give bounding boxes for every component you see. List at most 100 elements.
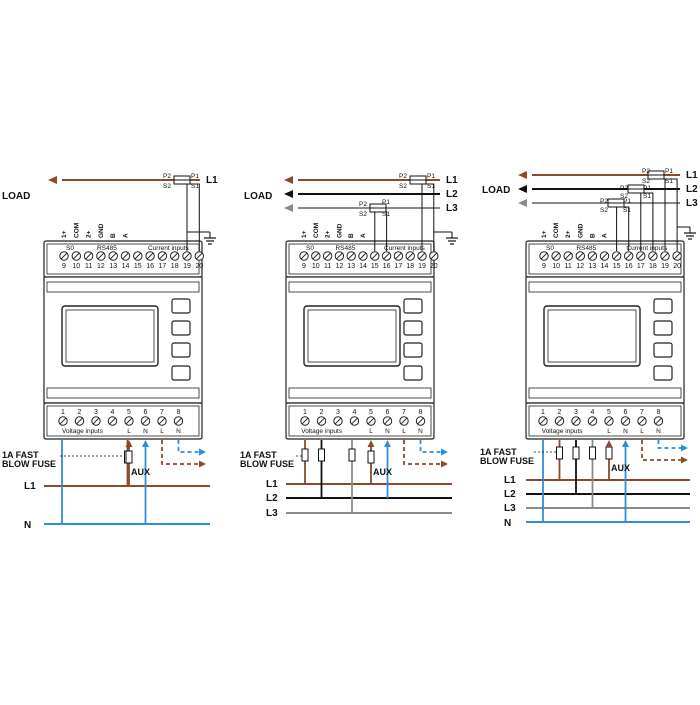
meter-2-l2-label: L2 [266, 493, 278, 504]
meter-2-button-3 [403, 342, 423, 358]
meter-2-top-terminal-number: 12 [336, 263, 344, 270]
meter-2-load-arrow-l1 [284, 176, 293, 184]
meter-3-ct-wire-s2-l3 [610, 206, 618, 251]
meter-2-vertical-label: B [348, 233, 355, 238]
meter-1-bottom-terminal-number: 6 [144, 409, 148, 416]
meter-2-top-terminal-number: 10 [312, 263, 320, 270]
meter-3-bottom-terminal-7-slot [638, 417, 646, 425]
meter-3-fuse-label-1: 1A FAST [480, 447, 517, 457]
meter-2-bottom-terminal-4-slot [351, 417, 358, 425]
meter-3-l1-label: L1 [504, 475, 516, 486]
meter-1-s0-header: S0 [66, 245, 74, 252]
meter-2-aux-n-arrow [384, 440, 391, 447]
meter-3-load-arrow-l1 [518, 171, 527, 179]
meter-1-top-terminal-3-slot [85, 252, 92, 260]
meter-3-output-7-arrow [681, 456, 688, 464]
meter-2-aux-label: AUX [373, 467, 392, 477]
meter-2-vertical-label: GND [336, 223, 343, 238]
meter-3-voltage-inputs-header: Voltage inputs [542, 428, 584, 435]
meter-3-button-4 [653, 365, 673, 381]
meter-3-top-terminal-11-slot [661, 252, 669, 260]
meter-1-aux-fuse [125, 450, 133, 464]
meter-3-s2-label-l3: S2 [600, 207, 608, 214]
meter-2-l3-label: L3 [266, 508, 278, 519]
meter-1-output-8 [177, 440, 200, 453]
meter-3-vertical-label: 1+ [541, 230, 548, 238]
meter-2-output-7-arrow [441, 460, 448, 468]
meter-1-bottom-terminal-5-slot [125, 417, 133, 425]
meter-2-bottom-terminal-6-slot [384, 417, 391, 425]
meter-3-load-arrow-l3 [518, 199, 527, 207]
meter-3-s2-label-l1: S2 [642, 178, 650, 185]
meter-2-rs485-header: RS485 [335, 245, 355, 252]
meter-1-s1-label: S1 [191, 183, 199, 190]
meter-1-top-terminal-8-slot [146, 252, 154, 260]
meter-1-bottom-terminal-3-slot [92, 417, 100, 425]
meter-2-fuse-label-2: BLOW FUSE [240, 459, 294, 469]
meter-1-top-terminal-number: 20 [195, 263, 203, 270]
meter-3-p1-label-l1: P1 [665, 168, 673, 175]
meter-3-top-terminal-number: 16 [625, 263, 633, 270]
meter-2-aux-l-arrow [367, 440, 375, 447]
meter-2-load-label: LOAD [244, 191, 272, 202]
meter-1-bottom-terminal-number: 8 [177, 409, 181, 416]
meter-2-top-terminal-number: 9 [302, 263, 306, 270]
meter-1-terminal-role: L [127, 428, 131, 435]
meter-2-l3-top-label: L3 [446, 203, 458, 214]
meter-2-terminal-role: L [402, 428, 406, 435]
meter-2-bottom-rail [288, 387, 432, 399]
meter-1-aux-n-arrow [142, 440, 149, 447]
meter-1-l1-label: L1 [24, 481, 36, 492]
meter-3-s0-header: S0 [546, 245, 554, 252]
meter-2-bottom-terminal-number: 2 [320, 409, 324, 416]
meter-2-bottom-terminal-5-slot [367, 417, 375, 425]
meter-2-top-terminal-number: 20 [430, 263, 438, 270]
meter-1-top-terminal-number: 11 [85, 263, 92, 270]
meter-1-terminal-role: N [143, 428, 148, 435]
meter-3-top-terminal-9-slot [637, 252, 644, 260]
meter-3-output-7 [641, 440, 682, 461]
meter-1-bottom-terminal-inner [46, 405, 200, 437]
meter-1-top-terminal-11-slot [183, 252, 191, 260]
meter-3-top-terminal-number: 17 [637, 263, 645, 270]
meter-3-top-rail [528, 281, 682, 293]
meter-1-top-terminal-number: 14 [122, 263, 130, 270]
meter-3-aux-n-arrow [622, 440, 629, 447]
meter-3-bottom-terminal-number: 7 [640, 409, 644, 416]
meter-2-top-terminal-4-slot [336, 252, 343, 260]
meter-3-terminal-role: L [640, 428, 644, 435]
meter-2-top-terminal-number: 14 [359, 263, 367, 270]
meter-1-top-terminal-10-slot [171, 252, 178, 260]
meter-3-top-terminal-12-slot [673, 252, 681, 260]
meter-3-p2-label-l1: P2 [642, 168, 650, 175]
meter-1-vertical-label: GND [98, 223, 105, 238]
meter-3-bottom-terminal-number: 6 [624, 409, 628, 416]
meter-3-top-terminal-number: 14 [601, 263, 609, 270]
meter-1-top-terminal-12-slot [196, 252, 203, 260]
meter-1-top-terminal-2-slot [73, 252, 80, 260]
meter-2-ct-wire-s1-l1 [424, 183, 435, 251]
meter-3-aux-label: AUX [611, 463, 630, 473]
meter-3-vertical-label: A [602, 233, 609, 238]
meter-1-bottom-terminal-6-slot [142, 417, 149, 425]
meter-1-button-3 [171, 342, 191, 358]
meter-1-top-terminal-number: 19 [183, 263, 191, 270]
meter-2-bottom-terminal-number: 5 [369, 409, 373, 416]
meter-3-bottom-terminal-3-slot [572, 417, 580, 425]
meter-2-current-inputs-header: Current inputs [384, 245, 426, 252]
meter-1-top-terminal-number: 17 [159, 263, 167, 270]
meter-3-top-terminal-5-slot [589, 252, 596, 260]
meter-1-top-terminal-number: 12 [97, 263, 105, 270]
meter-3-vertical-label: B [589, 233, 596, 238]
meter-2-fuse-label-1: 1A FAST [240, 450, 277, 460]
meter-2-voltage-inputs-header: Voltage inputs [301, 428, 343, 435]
meter-2-output-8-arrow [441, 448, 448, 456]
meter-3-bottom-terminal-number: 3 [574, 409, 578, 416]
meter-2-top-terminal-3-slot [324, 252, 331, 260]
meter-2-button-2 [403, 320, 423, 336]
meter-1-top-terminal-4-slot [97, 252, 105, 260]
meter-1-output-8-arrow [199, 448, 206, 456]
meter-1-aux-label: AUX [131, 467, 150, 477]
meter-3-fuse-l1 [556, 446, 563, 460]
